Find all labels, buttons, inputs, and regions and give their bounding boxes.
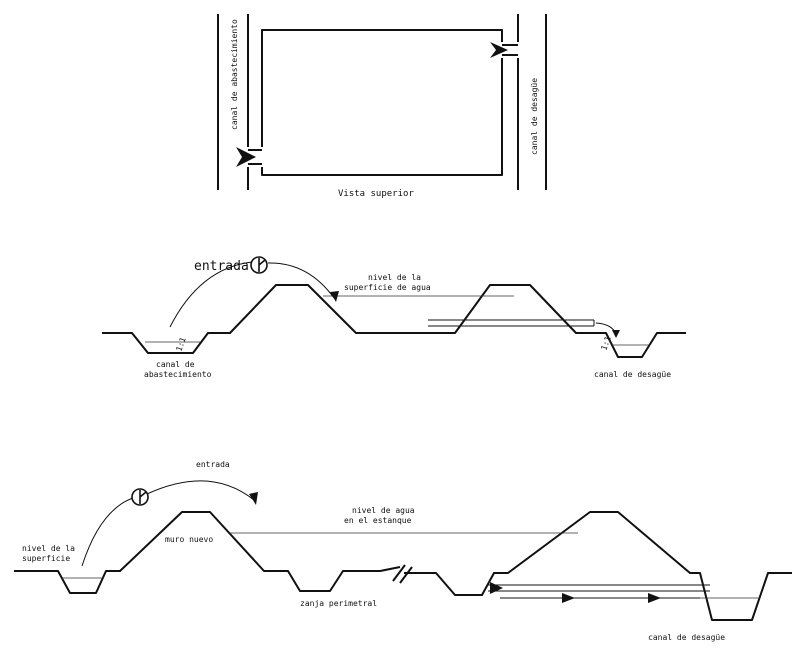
section2-drain-pipe xyxy=(488,584,710,592)
section2-surface-label-line2: superficie xyxy=(22,554,70,563)
section1-water-level-label-line1: nivel de la xyxy=(368,273,421,282)
section2-valve-icon xyxy=(131,488,149,506)
section1-water-level-label-line2: superficie de agua xyxy=(344,283,431,292)
section2-new-wall-label: muro nuevo xyxy=(165,535,213,544)
section2-siphon-right xyxy=(146,480,255,501)
drain-canal-label: canal de desagüe xyxy=(530,78,539,155)
section1-valve-icon xyxy=(250,256,268,274)
section1-supply-label-line2: abastecimiento xyxy=(144,370,212,379)
section2-pond-level-label-line2: en el estanque xyxy=(344,516,412,525)
section1-slope-left: 1:1 xyxy=(174,336,187,353)
pond-outline-top xyxy=(261,29,503,147)
section1-slope-right: 1:1 xyxy=(599,335,612,352)
supply-canal-label: canal de abastecimiento xyxy=(230,19,239,130)
section1-siphon-right xyxy=(267,262,335,299)
section1-drain-label: canal de desagüe xyxy=(594,370,671,379)
pond-outline-bottom xyxy=(261,58,503,176)
section2-perimeter-ditch-label: zanja perimetral xyxy=(300,599,377,608)
section2-pond-level-label-line1: nivel de agua xyxy=(352,506,415,515)
section2-drain-label: canal de desagüe xyxy=(648,633,725,642)
inlet-arrow-icon xyxy=(236,147,256,167)
inlet-pipe xyxy=(248,149,262,165)
section1-siphon-arrowhead-icon xyxy=(330,291,339,302)
section1-ground-profile xyxy=(102,284,686,358)
cross-section-1: entrada nivel de la superficie de agua 1… xyxy=(102,256,686,379)
section2-siphon-arrowhead-icon xyxy=(249,492,258,505)
section2-surface-label-line1: nivel de la xyxy=(22,544,75,553)
section1-inlet-label: entrada xyxy=(194,259,249,274)
outlet-pipe xyxy=(502,44,518,56)
top-view-caption: Vista superior xyxy=(338,189,414,199)
section2-siphon-left xyxy=(81,497,134,567)
outlet-arrow-icon xyxy=(490,42,508,58)
section1-outflow-arrowhead-icon xyxy=(612,330,620,338)
section1-siphon-left xyxy=(169,261,253,328)
section2-break-mark xyxy=(392,564,413,584)
section2-pipe-arrow-1-icon xyxy=(490,582,503,594)
section2-ground-profile-left xyxy=(14,511,401,594)
top-view: canal de abastecimiento canal de desagüe… xyxy=(217,14,547,199)
section2-inlet-label: entrada xyxy=(196,460,230,469)
section1-drain-pipe xyxy=(428,319,595,327)
section2-ground-profile-right xyxy=(404,511,792,621)
cross-section-2: entrada nivel de la superficie nivel de … xyxy=(14,460,792,642)
section1-supply-label-line1: canal de xyxy=(156,360,195,369)
